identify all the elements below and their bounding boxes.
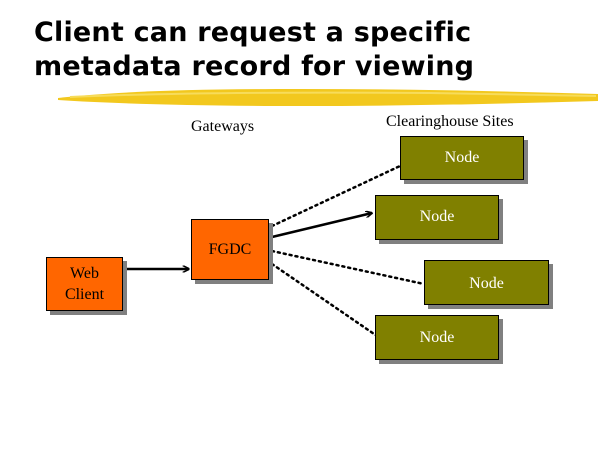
node-label-1: Node (444, 149, 480, 166)
gateways-label: Gateways (191, 118, 255, 135)
connector-fgdc-to-node-4 (270, 262, 379, 338)
node-label-3: Node (469, 275, 504, 292)
connector-fgdc-to-node-1 (270, 164, 402, 228)
title-underline-brush (58, 89, 598, 106)
title-underline-brush-highlight (69, 91, 597, 98)
node-label-4: Node (419, 329, 455, 346)
slide-title-line-1: Client can request a specific (34, 17, 472, 48)
node-label-2: Node (419, 208, 455, 225)
clearinghouse-sites-label: Clearinghouse Sites (386, 113, 514, 130)
node-box-4: Node (375, 315, 499, 360)
slide-title: Client can request a specific metadata r… (34, 16, 474, 84)
node-box-3: Node (424, 260, 549, 305)
node-box-1: Node (400, 136, 524, 180)
fgdc-label: FGDC (208, 241, 252, 258)
web-client-label-line-1: Web (70, 265, 99, 282)
connector-fgdc-to-node-2 (271, 213, 372, 239)
web-client-label-line-2: Client (64, 286, 105, 303)
fgdc-gateway-box: FGDC (191, 219, 269, 280)
node-box-2: Node (375, 195, 499, 240)
web-client-box: Web Client (46, 257, 123, 311)
connector-fgdc-to-node-3 (270, 249, 426, 286)
slide-title-line-2: metadata record for viewing (34, 51, 475, 82)
